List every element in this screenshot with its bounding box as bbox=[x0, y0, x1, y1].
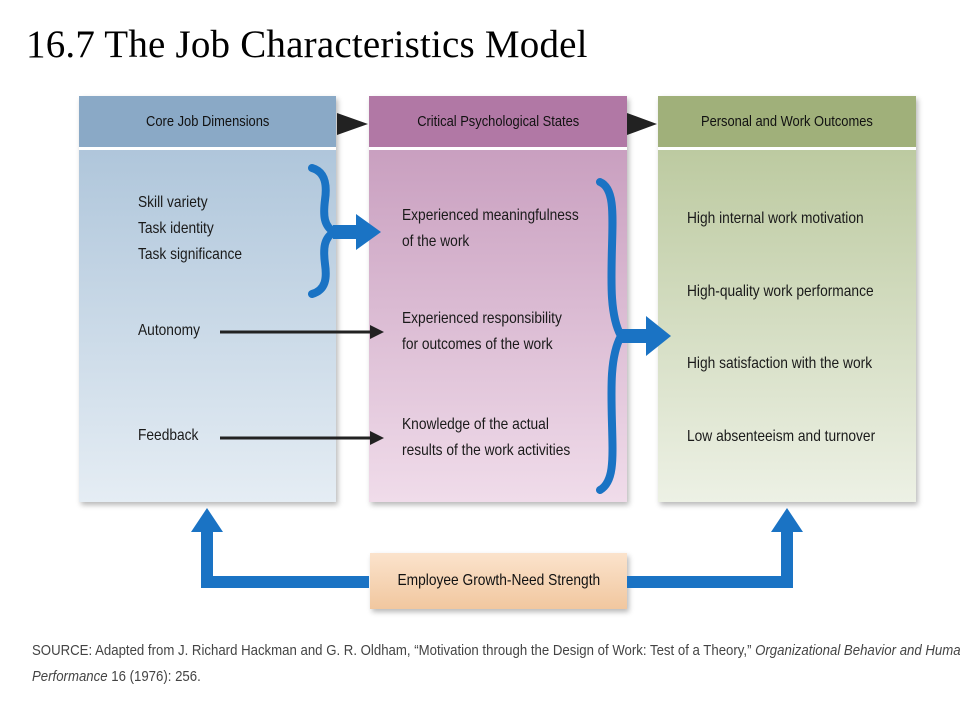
state-meaningfulness-line2: of the work bbox=[402, 233, 470, 250]
left-brace-icon bbox=[308, 164, 342, 298]
source-suffix: 16 (1976): 256. bbox=[107, 668, 201, 685]
dimension-autonomy: Autonomy bbox=[138, 322, 200, 339]
right-brace-icon bbox=[596, 178, 626, 494]
outcomes-header: Personal and Work Outcomes bbox=[658, 96, 916, 150]
outcome-satisfaction: High satisfaction with the work bbox=[687, 355, 873, 372]
psychological-states-header: Critical Psychological States bbox=[369, 96, 627, 150]
growth-need-strength-box: Employee Growth-Need Strength bbox=[370, 553, 627, 609]
core-dimensions-header-label: Core Job Dimensions bbox=[145, 113, 270, 130]
dimension-task-significance: Task significance bbox=[138, 246, 243, 263]
outcomes-panel: Personal and Work Outcomes High internal… bbox=[658, 96, 916, 502]
header-arrow-1-icon bbox=[337, 113, 368, 135]
header-arrow-2-icon bbox=[627, 113, 657, 135]
source-citation: SOURCE: Adapted from J. Richard Hackman … bbox=[32, 638, 960, 690]
dimension-task-identity: Task identity bbox=[138, 220, 214, 237]
source-journal-line2: Performance bbox=[32, 668, 108, 685]
loop-right-arrow-icon bbox=[627, 508, 803, 588]
dimension-skill-variety: Skill variety bbox=[138, 194, 208, 211]
state-responsibility-line1: Experienced responsibility bbox=[402, 310, 562, 327]
state-responsibility-line2: for outcomes of the work bbox=[402, 336, 553, 353]
meaningfulness-arrow-icon bbox=[333, 214, 381, 250]
outcome-performance: High-quality work performance bbox=[687, 283, 874, 300]
page-title: 16.7 The Job Characteristics Model bbox=[26, 23, 588, 66]
state-knowledge-line2: results of the work activities bbox=[402, 442, 571, 459]
state-knowledge-line1: Knowledge of the actual bbox=[402, 416, 549, 433]
feedback-arrow-head-icon bbox=[370, 431, 384, 445]
psychological-states-header-label: Critical Psychological States bbox=[416, 113, 580, 130]
dimension-feedback: Feedback bbox=[138, 427, 199, 444]
source-journal-line1: Organizational Behavior and Human bbox=[755, 642, 960, 659]
psychological-states-panel: Critical Psychological States Experience… bbox=[369, 96, 627, 502]
core-dimensions-panel: Core Job Dimensions Skill variety Task i… bbox=[79, 96, 336, 502]
loop-left-arrow-icon bbox=[191, 508, 369, 588]
outcome-motivation: High internal work motivation bbox=[687, 210, 864, 227]
source-prefix: SOURCE: Adapted from J. Richard Hackman … bbox=[32, 642, 756, 659]
state-meaningfulness-line1: Experienced meaningfulness bbox=[402, 207, 579, 224]
growth-need-strength-label: Employee Growth-Need Strength bbox=[397, 572, 600, 589]
autonomy-arrow-head-icon bbox=[370, 325, 384, 339]
outcome-absenteeism: Low absenteeism and turnover bbox=[687, 428, 876, 445]
outcomes-arrow-icon bbox=[619, 316, 671, 356]
outcomes-header-label: Personal and Work Outcomes bbox=[701, 113, 873, 130]
core-dimensions-header: Core Job Dimensions bbox=[79, 96, 336, 150]
